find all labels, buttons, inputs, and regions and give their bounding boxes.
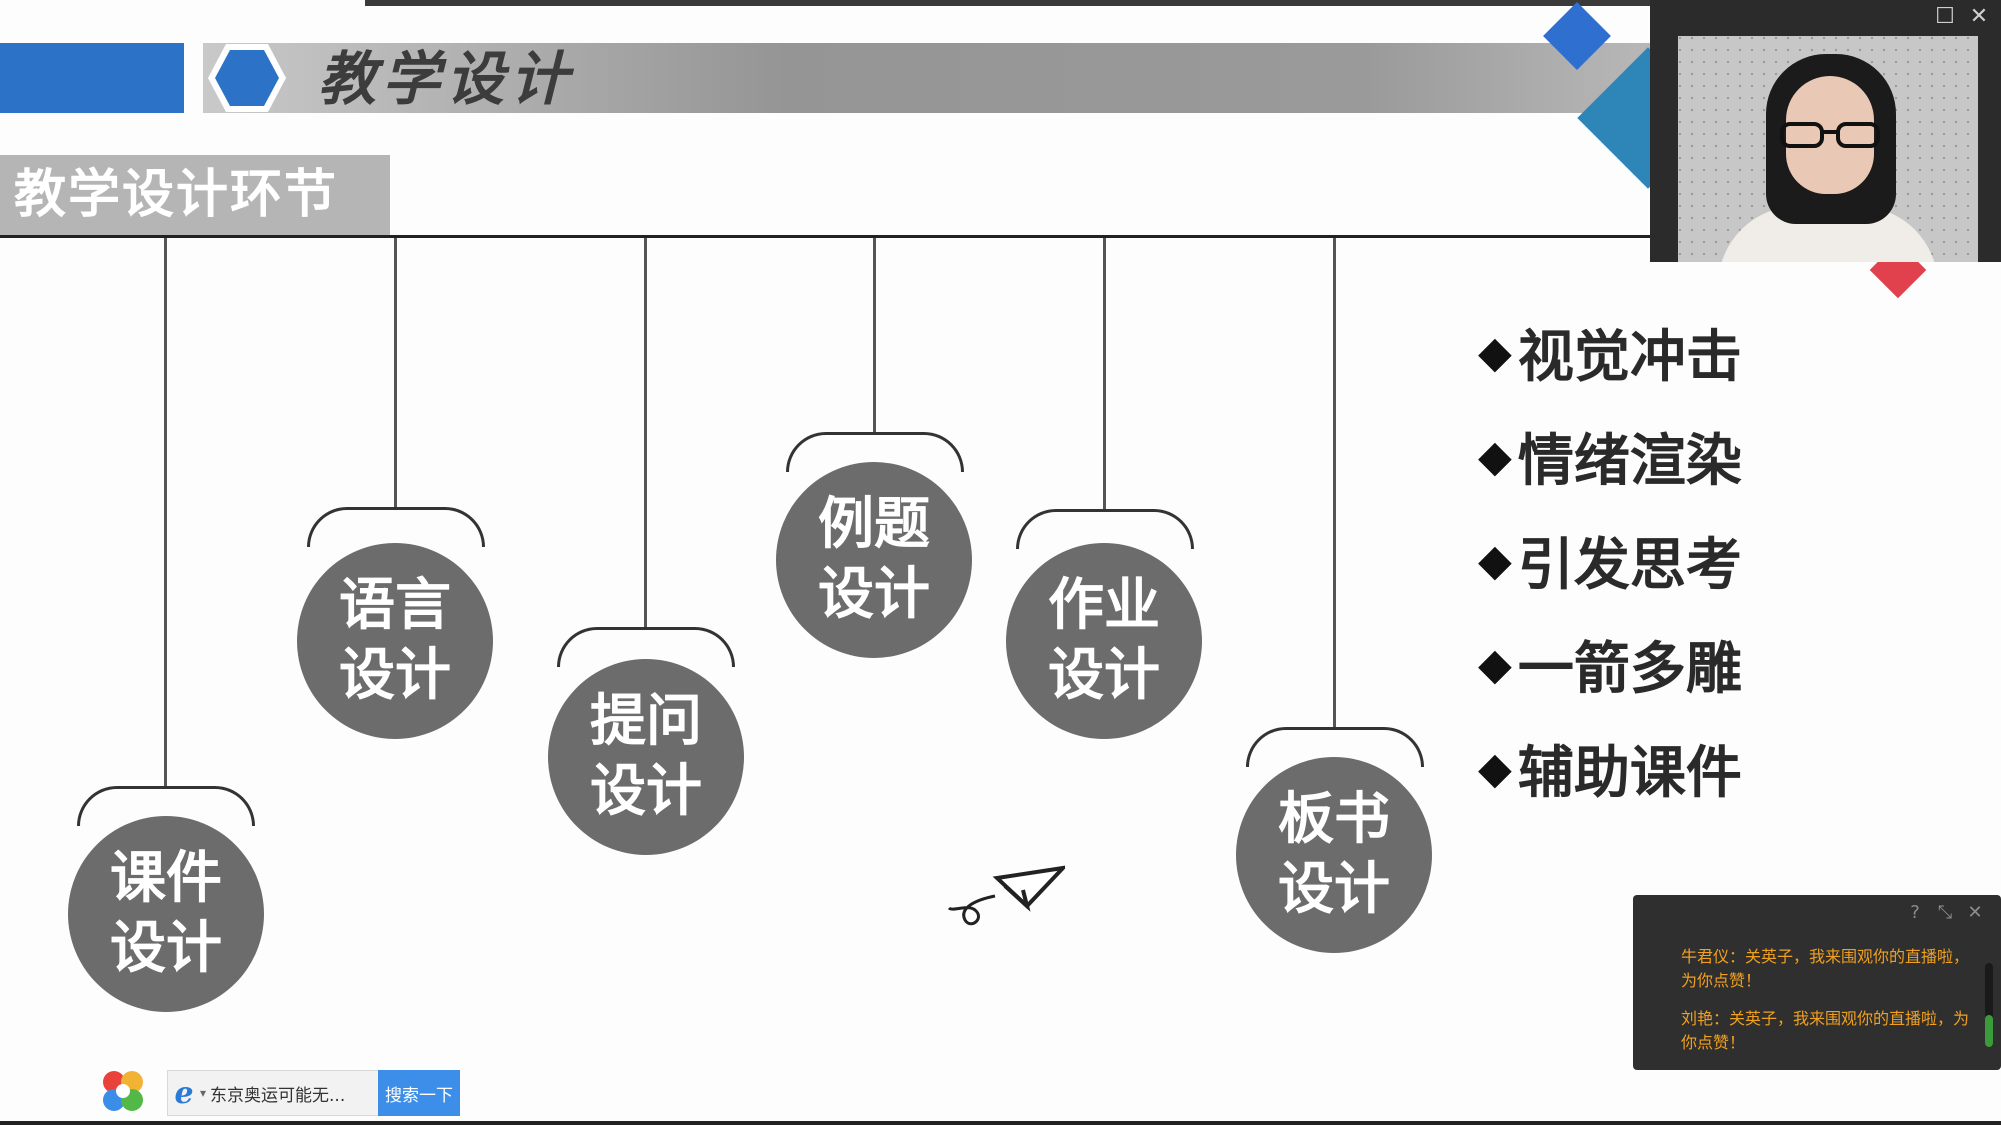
feature-item: ◆ 辅助课件 (1478, 716, 1798, 820)
header-accent-block (0, 43, 184, 113)
feature-list: ◆ 视觉冲击 ◆ 情绪渲染 ◆ 引发思考 ◆ 一箭多雕 ◆ 辅助课件 (1478, 300, 1798, 820)
feature-item: ◆ 视觉冲击 (1478, 300, 1798, 404)
pendant-stem (644, 238, 647, 628)
paper-plane-icon (947, 865, 1065, 926)
close-icon[interactable]: ✕ (1967, 902, 1983, 923)
live-chat-panel[interactable]: ? ⤡ ✕ 牛君仪：关英子，我来围观你的直播啦，为你点赞！ 刘艳：关英子，我来围… (1633, 895, 2001, 1070)
close-icon[interactable]: ✕ (1969, 4, 1989, 29)
chat-scrollbar-thumb[interactable] (1985, 1015, 1993, 1047)
chat-message: 牛君仪：关英子，我来围观你的直播啦，为你点赞！ (1681, 947, 1970, 990)
pendant-arc (307, 507, 485, 547)
pendant-label: 作业 设计 (1048, 573, 1160, 708)
pendant-circle: 提问 设计 (548, 659, 744, 855)
pendant-circle: 课件 设计 (68, 816, 264, 1012)
section-divider (0, 235, 1655, 238)
webcam-feed (1678, 36, 1978, 262)
pendant-label: 板书 设计 (1278, 787, 1390, 922)
chat-scrollbar[interactable] (1985, 963, 1993, 1047)
help-icon[interactable]: ? (1910, 902, 1920, 923)
pendant-stem (873, 238, 876, 434)
presenter-face (1786, 76, 1874, 194)
pendant-circle: 板书 设计 (1236, 757, 1432, 953)
diamond-icon: ◆ (1478, 534, 1512, 586)
pendant-label: 语言 设计 (339, 573, 451, 708)
ie-icon: e (174, 1075, 194, 1111)
section-label: 教学设计环节 (0, 155, 390, 235)
expand-icon[interactable]: ⤡ (1937, 902, 1953, 923)
feature-text: 一箭多雕 (1517, 635, 1742, 702)
feature-text: 引发思考 (1517, 531, 1742, 598)
feature-item: ◆ 情绪渲染 (1478, 404, 1798, 508)
maximize-icon[interactable]: ☐ (1935, 4, 1955, 29)
diamond-icon: ◆ (1478, 638, 1512, 690)
bottom-edge (0, 1121, 2001, 1125)
search-button[interactable]: 搜索一下 (378, 1070, 460, 1116)
feature-text: 视觉冲击 (1517, 323, 1742, 390)
search-input[interactable]: e ▾ 东京奥运可能无... (167, 1070, 379, 1116)
chevron-down-icon[interactable]: ▾ (200, 1086, 207, 1100)
pendant-circle: 语言 设计 (297, 543, 493, 739)
slide-title: 教学设计 (318, 45, 575, 113)
pendant-circle: 例题 设计 (776, 462, 972, 658)
browser-logo-icon[interactable] (100, 1068, 146, 1114)
video-titlebar[interactable]: ☐ ✕ (1650, 0, 2001, 36)
pendant-stem (1103, 238, 1106, 510)
pendant-label: 课件 设计 (110, 846, 222, 981)
pendant-circle: 作业 设计 (1006, 543, 1202, 739)
feature-item: ◆ 一箭多雕 (1478, 612, 1798, 716)
pendant-stem (394, 238, 397, 508)
top-strip (365, 0, 1655, 6)
feature-item: ◆ 引发思考 (1478, 508, 1798, 612)
pendant-label: 提问 设计 (590, 689, 702, 824)
diamond-icon: ◆ (1478, 326, 1512, 378)
pendant-stem (164, 238, 167, 788)
feature-text: 情绪渲染 (1517, 427, 1742, 494)
feature-text: 辅助课件 (1517, 739, 1742, 806)
hexagon-icon (208, 44, 286, 112)
pendant-stem (1333, 238, 1336, 728)
video-overlay[interactable]: ☐ ✕ (1650, 0, 2001, 262)
header-bar (203, 43, 1655, 113)
chat-message: 刘艳：关英子，我来围观你的直播啦，为你点赞！ (1681, 1009, 1970, 1052)
glasses-icon (1780, 122, 1880, 148)
diamond-icon: ◆ (1478, 742, 1512, 794)
diamond-icon: ◆ (1478, 430, 1512, 482)
search-text: 东京奥运可能无... (210, 1085, 346, 1106)
pendant-label: 例题 设计 (818, 492, 930, 627)
